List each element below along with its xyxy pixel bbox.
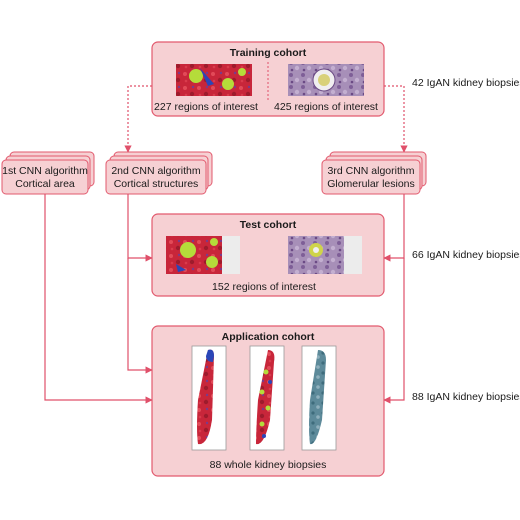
test-biopsies-label: 66 IgAN kidney biopsies (412, 249, 520, 261)
training-cohort-title: Training cohort (230, 47, 307, 59)
training-to-algorithm-2-arrow (124, 85, 152, 153)
algorithm-1-task: Cortical area (15, 178, 75, 190)
training-to-algorithm-3-arrow (384, 85, 408, 153)
algorithm-3-task: Glomerular lesions (327, 178, 415, 190)
algorithm-2-to-application-arrow (127, 258, 153, 374)
algorithm-box-2: 2nd CNN algorithm Cortical structures (105, 151, 213, 195)
algorithm-1-to-application-arrow (44, 194, 153, 404)
application-image-2 (249, 345, 285, 451)
training-cohort-box: Training cohort 227 regions of interest … (151, 41, 385, 117)
algorithm-3-name: 3rd CNN algorithm (328, 165, 415, 177)
application-cohort-box: Application cohort 88 whole kidney biops… (151, 325, 385, 477)
training-image-right (288, 64, 364, 96)
training-roi-left: 227 regions of interest (154, 101, 258, 113)
test-roi-label: 152 regions of interest (212, 281, 316, 293)
algorithm-2-name: 2nd CNN algorithm (111, 165, 201, 177)
application-image-3 (301, 345, 337, 451)
algorithm-1-name: 1st CNN algorithm (2, 165, 88, 177)
training-roi-right: 425 regions of interest (274, 101, 378, 113)
training-biopsies-label: 42 IgAN kidney biopsies (412, 77, 520, 89)
application-cohort-title: Application cohort (222, 331, 315, 343)
test-image-right (288, 236, 362, 274)
algorithm-3-to-application-arrow (383, 258, 405, 404)
algorithm-box-1: 1st CNN algorithm Cortical area (1, 151, 95, 195)
application-image-1 (191, 345, 227, 451)
test-cohort-box: Test cohort 152 regions of interest (151, 213, 385, 297)
algorithm-2-to-test-arrow (127, 194, 153, 262)
algorithm-3-to-test-arrow (383, 194, 405, 262)
application-whole-label: 88 whole kidney biopsies (210, 459, 327, 471)
test-image-left (166, 236, 240, 274)
test-cohort-title: Test cohort (240, 219, 297, 231)
algorithm-2-task: Cortical structures (114, 178, 199, 190)
algorithm-box-3: 3rd CNN algorithm Glomerular lesions (321, 151, 427, 195)
application-biopsies-label: 88 IgAN kidney biopsies (412, 391, 520, 403)
training-image-left (176, 64, 252, 96)
